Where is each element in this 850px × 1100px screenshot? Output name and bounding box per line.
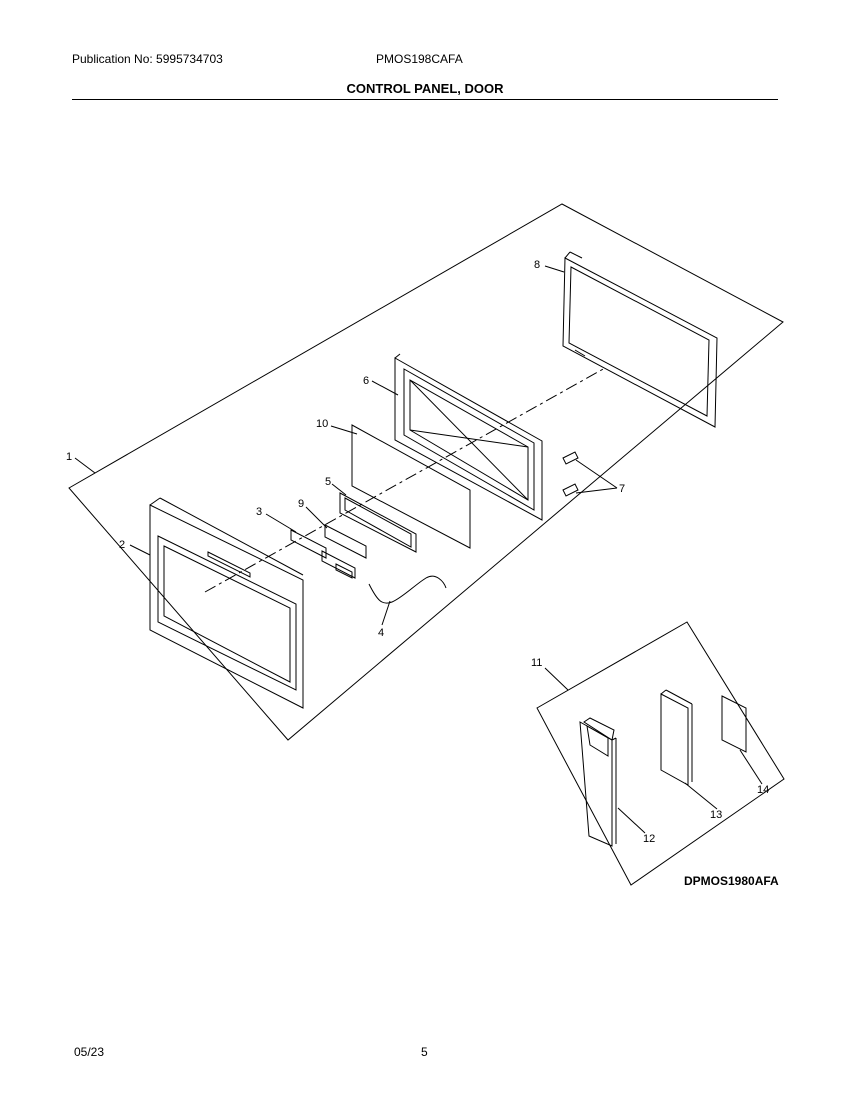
drawing-code: DPMOS1980AFA bbox=[684, 874, 779, 888]
callout-11: 11 bbox=[531, 657, 542, 669]
callout-3: 3 bbox=[256, 506, 262, 518]
assembly-1-outline bbox=[68, 203, 784, 741]
part-10-window-film bbox=[351, 424, 471, 549]
callout-5: 5 bbox=[325, 476, 331, 488]
header-divider bbox=[72, 99, 778, 100]
part-5-control-board bbox=[339, 492, 417, 553]
assembly-11-outline bbox=[536, 621, 785, 886]
callout-6: 6 bbox=[363, 375, 369, 387]
part-9-label bbox=[324, 524, 367, 559]
part-14-pcb bbox=[721, 695, 747, 753]
assembly-axis bbox=[204, 367, 606, 593]
page-number: 5 bbox=[421, 1045, 428, 1059]
callout-9: 9 bbox=[298, 498, 304, 510]
callout-8: 8 bbox=[534, 259, 540, 271]
part-4-wire-harness bbox=[368, 575, 447, 604]
footer-date: 05/23 bbox=[74, 1045, 105, 1059]
part-12-control-housing bbox=[579, 717, 617, 847]
callout-4: 4 bbox=[378, 627, 384, 639]
callout-7: 7 bbox=[619, 483, 625, 495]
part-13-bracket bbox=[660, 689, 693, 786]
part-8-choke-frame bbox=[562, 251, 718, 428]
part-3-touch-panel bbox=[290, 529, 356, 579]
callout-13: 13 bbox=[710, 809, 722, 821]
callout-2: 2 bbox=[119, 539, 125, 551]
model-number: PMOS198CAFA bbox=[376, 52, 463, 66]
callout-14: 14 bbox=[757, 784, 769, 796]
part-7-screws bbox=[562, 451, 579, 497]
publication-number: Publication No: 5995734703 bbox=[72, 52, 223, 66]
callout-12: 12 bbox=[643, 833, 655, 845]
callout-10: 10 bbox=[316, 418, 328, 430]
part-6-door-panel bbox=[394, 353, 543, 521]
leader-lines bbox=[74, 265, 763, 834]
part-2-door-frame bbox=[149, 497, 304, 709]
section-title: CONTROL PANEL, DOOR bbox=[346, 81, 504, 96]
callout-1: 1 bbox=[66, 451, 72, 463]
